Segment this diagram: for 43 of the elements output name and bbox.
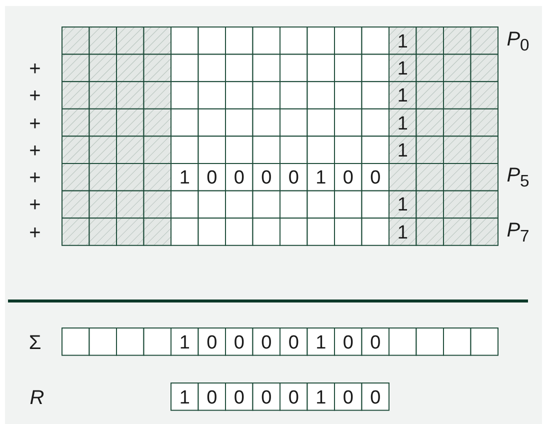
bit-digit: 1 [179, 388, 190, 408]
bit-digit: 1 [179, 333, 190, 352]
plus-sign: + [29, 58, 41, 79]
plus-sign: + [29, 168, 41, 188]
bit-digit: 1 [397, 32, 408, 52]
bit-digit: 0 [234, 168, 244, 188]
plus-sign: + [29, 86, 41, 106]
bit-digit: 0 [261, 388, 272, 408]
bit-digit: 1 [397, 114, 408, 134]
bit-digit: 0 [370, 333, 381, 352]
plus-sign: + [29, 195, 41, 216]
bit-digit: 1 [316, 168, 326, 188]
bit-digit: 0 [370, 388, 381, 408]
bit-digit: 0 [234, 388, 244, 408]
plus-sign: + [29, 222, 41, 243]
bit-digit: 0 [261, 168, 272, 188]
sum-symbol: Σ [28, 332, 42, 353]
row-label: P$_{5}$ [506, 166, 530, 190]
row-label: P$_{0}$ [506, 29, 530, 54]
bit-digit: 1 [397, 196, 408, 215]
result-label: R [30, 388, 44, 408]
bit-digit: 0 [206, 168, 218, 188]
bit-digit: 1 [397, 86, 408, 106]
bit-digit: 0 [370, 168, 381, 188]
plus-sign: + [29, 140, 41, 161]
bit-digit: 1 [179, 168, 190, 188]
bit-digit: 0 [261, 333, 272, 352]
bit-digit: 0 [342, 388, 354, 408]
plus-sign: + [29, 114, 41, 134]
bit-digit: 0 [342, 168, 354, 188]
bit-digit: 0 [234, 333, 244, 352]
bit-digit: 1 [316, 388, 326, 408]
bit-digit: 0 [206, 333, 218, 352]
bit-digit: 0 [342, 333, 354, 352]
bit-digit: 0 [206, 388, 218, 408]
bit-digit: 0 [288, 388, 299, 408]
bit-digit: 1 [397, 59, 408, 78]
bit-digit: 0 [288, 333, 299, 352]
bit-digit: 1 [397, 141, 408, 160]
bit-digit: 0 [288, 168, 299, 188]
bit-digit: 1 [397, 223, 408, 242]
row-label: P$_{7}$ [506, 220, 530, 246]
bit-digit: 1 [316, 333, 326, 352]
